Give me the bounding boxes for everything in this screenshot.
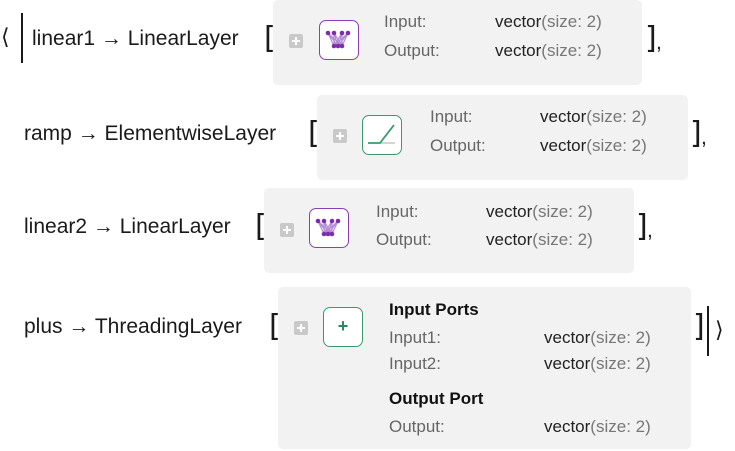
input2-type: vector [544, 354, 591, 373]
row3-open-bracket: [ [255, 209, 267, 244]
row2-close-bracket: ] [690, 116, 702, 151]
ramp-glyph [368, 124, 395, 144]
rule-arrow: → [100, 27, 122, 50]
input-label: Input: [376, 202, 419, 221]
output-value: vector(size: 2) [540, 137, 647, 154]
plus-glyph: + [337, 316, 349, 336]
rule-arrow: → [68, 315, 90, 338]
plus-icon: + [323, 307, 363, 347]
input-size: (size: 2) [541, 12, 602, 31]
rule-arrow: → [92, 215, 114, 238]
output-port-title: Output Port [389, 389, 484, 408]
output-label: Output: [430, 136, 486, 155]
output-size: (size: 2) [532, 230, 593, 249]
input1-label: Input1: [389, 328, 441, 347]
output-size: (size: 2) [541, 41, 602, 60]
layer-name: plus [24, 315, 63, 338]
linear-layer-glyph [315, 218, 341, 237]
input-ports-title: Input Ports [389, 300, 479, 319]
input1-type: vector [544, 328, 591, 347]
output-type: vector [544, 417, 591, 436]
layer-head: ThreadingLayer [94, 315, 242, 338]
output-value: vector(size: 2) [544, 418, 651, 435]
input-label: Input: [384, 12, 427, 31]
layer-head: LinearLayer [119, 215, 231, 238]
row1-close-bracket: ] [645, 21, 657, 56]
input-value: vector(size: 2) [486, 203, 593, 220]
row4-close-bracket: ] [693, 309, 705, 344]
row1-separator: , [656, 31, 662, 54]
output-type: vector [540, 136, 587, 155]
output-label: Output: [376, 230, 432, 249]
input-value: vector(size: 2) [540, 108, 647, 125]
expand-icon[interactable] [280, 223, 294, 237]
linear-layer-icon [309, 208, 349, 248]
row4-open-bracket: [ [269, 309, 281, 344]
row2-open-bracket: [ [308, 116, 320, 151]
input-type: vector [495, 12, 542, 31]
row3-close-bracket: ] [636, 209, 648, 244]
row2-summary-panel[interactable]: Input: vector(size: 2) Output: vector(si… [317, 95, 688, 180]
input-value: vector(size: 2) [495, 13, 602, 30]
row1-open-bracket: [ [264, 21, 276, 56]
association-open-bracket: ⟨ [1, 25, 10, 50]
output-size: (size: 2) [586, 136, 647, 155]
association-close-bracket: ⟩ [715, 318, 724, 343]
layer-name: linear2 [24, 215, 88, 238]
row1-summary-panel[interactable]: Input: vector(size: 2) Output: vector(si… [273, 0, 642, 85]
row4-key: plus → ThreadingLayer [24, 316, 242, 337]
expand-icon[interactable] [294, 321, 308, 335]
input2-size: (size: 2) [590, 354, 651, 373]
input-type: vector [540, 107, 587, 126]
linear-layer-glyph [325, 30, 351, 49]
input1-size: (size: 2) [590, 328, 651, 347]
row2-key: ramp → ElementwiseLayer [24, 123, 276, 144]
output-type: vector [495, 41, 542, 60]
output-label: Output: [389, 417, 445, 436]
expand-icon[interactable] [289, 34, 303, 48]
input-type: vector [486, 202, 533, 221]
output-value: vector(size: 2) [495, 42, 602, 59]
layer-head: LinearLayer [127, 27, 239, 50]
output-value: vector(size: 2) [486, 231, 593, 248]
ramp-icon [362, 115, 402, 155]
row4-summary-panel[interactable]: + Input Ports Input1: vector(size: 2) In… [278, 287, 691, 449]
association-open-bar [21, 13, 23, 63]
row3-separator: , [647, 219, 653, 242]
layer-name: ramp [24, 122, 72, 145]
layer-name: linear1 [32, 27, 96, 50]
output-size: (size: 2) [590, 417, 651, 436]
input2-label: Input2: [389, 354, 441, 373]
association-close-bar [707, 306, 709, 356]
output-label: Output: [384, 41, 440, 60]
layer-head: ElementwiseLayer [104, 122, 277, 145]
expand-icon[interactable] [333, 129, 347, 143]
row2-separator: , [701, 126, 707, 149]
input-size: (size: 2) [532, 202, 593, 221]
row1-key: linear1 → LinearLayer [32, 28, 239, 49]
row3-key: linear2 → LinearLayer [24, 216, 231, 237]
input2-value: vector(size: 2) [544, 355, 651, 372]
linear-layer-icon [319, 20, 359, 60]
rule-arrow: → [77, 122, 99, 145]
input1-value: vector(size: 2) [544, 329, 651, 346]
input-label: Input: [430, 107, 473, 126]
output-type: vector [486, 230, 533, 249]
input-size: (size: 2) [586, 107, 647, 126]
row3-summary-panel[interactable]: Input: vector(size: 2) Output: vector(si… [264, 188, 634, 273]
